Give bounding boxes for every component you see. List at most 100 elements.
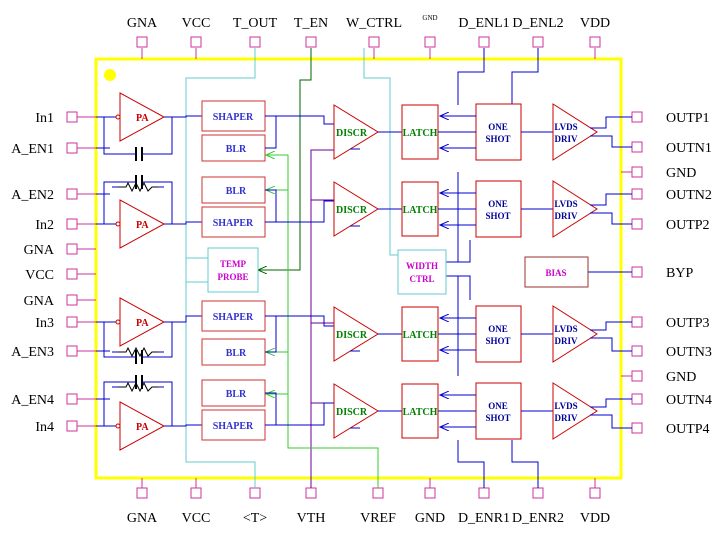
bottom-pin-label-3: <T> [243,511,267,526]
left-pin-label-2: A_EN1 [11,142,54,157]
one-shot-label-b-3: SHOT [485,336,510,346]
blr-2: BLR [201,176,266,204]
one-shot-label-a-4: ONE [488,401,508,411]
pa-feedback-1 [103,116,173,161]
blr-label-3: BLR [226,348,247,359]
pa-feedback-2 [103,175,173,225]
right-pin-8 [631,345,643,357]
right-pin-label-6: BYP [666,266,693,281]
shaper-label-3: SHAPER [213,312,254,323]
top-pin-1 [136,36,148,48]
right-pin-5 [631,218,643,230]
left-pin-10 [66,393,78,405]
bottom-pin-label-8: D_ENR2 [512,511,564,526]
latch-label-1: LATCH [403,128,438,139]
lvds-label-b-3: DRIV [554,336,578,346]
lvds-label-a-4: LVDS [554,401,577,411]
left-pins: In1A_EN1A_EN2In2GNAVCCGNAIn3A_EN3A_EN4In… [11,111,96,435]
left-pin-label-3: A_EN2 [11,188,54,203]
left-pin-7 [66,294,78,306]
latch-3: LATCH [401,306,439,362]
latch-4: LATCH [401,383,439,439]
top-pin-9 [589,36,601,48]
discr-label-3: DISCR [336,330,368,341]
latch-2: LATCH [401,181,439,237]
bottom-pin-label-2: VCC [182,511,211,526]
right-pin-label-9: GND [666,370,696,385]
right-pin-2 [631,141,643,153]
bottom-pin-8 [532,487,544,499]
blr-3: BLR [201,338,266,366]
latch-label-4: LATCH [403,407,438,418]
top-pin-label-4: T_EN [294,16,328,31]
pa-label-4: PA [136,422,149,433]
right-pin-7 [631,316,643,328]
wiring [185,48,632,488]
shaper-4: SHAPER [201,409,266,441]
pa-feedback-4 [103,375,173,427]
left-pin-label-5: GNA [24,243,55,258]
lvds-label-a-3: LVDS [554,324,577,334]
left-pin-label-9: A_EN3 [11,345,54,360]
right-pin-label-4: OUTN2 [666,188,712,203]
one-shot-label-a-2: ONE [488,199,508,209]
top-pin-3 [249,36,261,48]
top-pin-label-8: D_ENL2 [512,16,563,31]
blr-1: BLR [201,134,266,162]
blr-label-2: BLR [226,186,247,197]
top-pin-label-2: VCC [182,16,211,31]
top-pin-5 [368,36,380,48]
right-pin-9 [631,370,643,382]
lvds-label-b-2: DRIV [554,211,578,221]
bottom-pin-label-6: GND [415,511,445,526]
right-pin-label-8: OUTN3 [666,345,712,360]
bottom-pin-label-9: VDD [580,511,610,526]
top-pin-label-3: T_OUT [233,16,278,31]
right-pin-4 [631,188,643,200]
temp-probe-label-1: TEMP [220,259,247,269]
bottom-pin-label-4: VTH [297,511,326,526]
top-pin-8 [532,36,544,48]
latch-label-2: LATCH [403,205,438,216]
left-pin-label-11: In4 [35,420,54,435]
left-pin-label-10: A_EN4 [11,393,54,408]
right-pin-label-7: OUTP3 [666,316,710,331]
one-shot-label-b-2: SHOT [485,211,510,221]
right-pin-6 [631,266,643,278]
right-pin-10 [631,393,643,405]
left-pin-9 [66,345,78,357]
pa-label-3: PA [136,318,149,329]
top-pin-label-7: D_ENL1 [458,16,509,31]
bottom-pin-1 [136,487,148,499]
bottom-pin-3 [249,487,261,499]
left-pin-label-6: VCC [25,268,54,283]
discr-2: DISCR [333,181,379,237]
pa-label-2: PA [136,220,149,231]
bottom-pin-label-1: GNA [127,511,158,526]
temp-probe-block: TEMP PROBE [207,247,259,293]
discr-label-1: DISCR [336,128,368,139]
left-pin-3 [66,188,78,200]
blr-label-1: BLR [226,144,247,155]
pa-4: PA [115,401,166,451]
pa-feedback-3 [103,321,173,364]
pin1-marker [104,69,116,81]
top-pin-label-9: VDD [580,16,610,31]
top-pin-6 [424,36,436,48]
one-shot-4: ONE SHOT [475,382,522,440]
lvds-driver-4: LVDS DRIV [552,382,598,440]
top-pin-label-5: W_CTRL [346,16,402,31]
temp-probe-label-2: PROBE [217,272,248,282]
lvds-label-b-4: DRIV [554,413,578,423]
one-shot-label-b-4: SHOT [485,413,510,423]
right-pin-label-1: OUTP1 [666,111,710,126]
